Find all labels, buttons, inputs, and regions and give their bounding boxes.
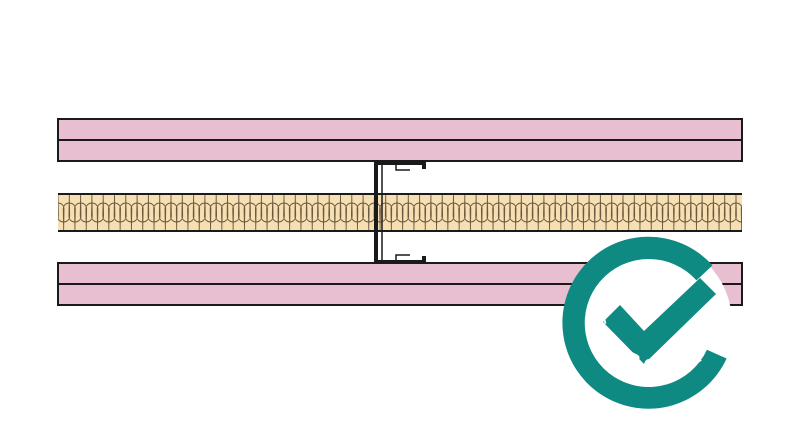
board-upper-1 — [57, 118, 743, 141]
insulation-wool-strokes — [58, 194, 742, 231]
c-stud-profile — [374, 161, 426, 264]
badge-label-path: EN & EXAP CLASSIFIED — [0, 0, 705, 376]
check-mark-icon — [603, 278, 716, 364]
badge-white-backing — [564, 239, 732, 407]
c-stud-profile-inner — [381, 163, 410, 262]
insulation-pattern — [58, 194, 742, 231]
upper-board-layer — [57, 118, 743, 162]
board-upper-2 — [57, 139, 743, 162]
badge-label: EN & EXAP CLASSIFIED — [0, 0, 705, 376]
insulation-layer — [58, 193, 742, 232]
